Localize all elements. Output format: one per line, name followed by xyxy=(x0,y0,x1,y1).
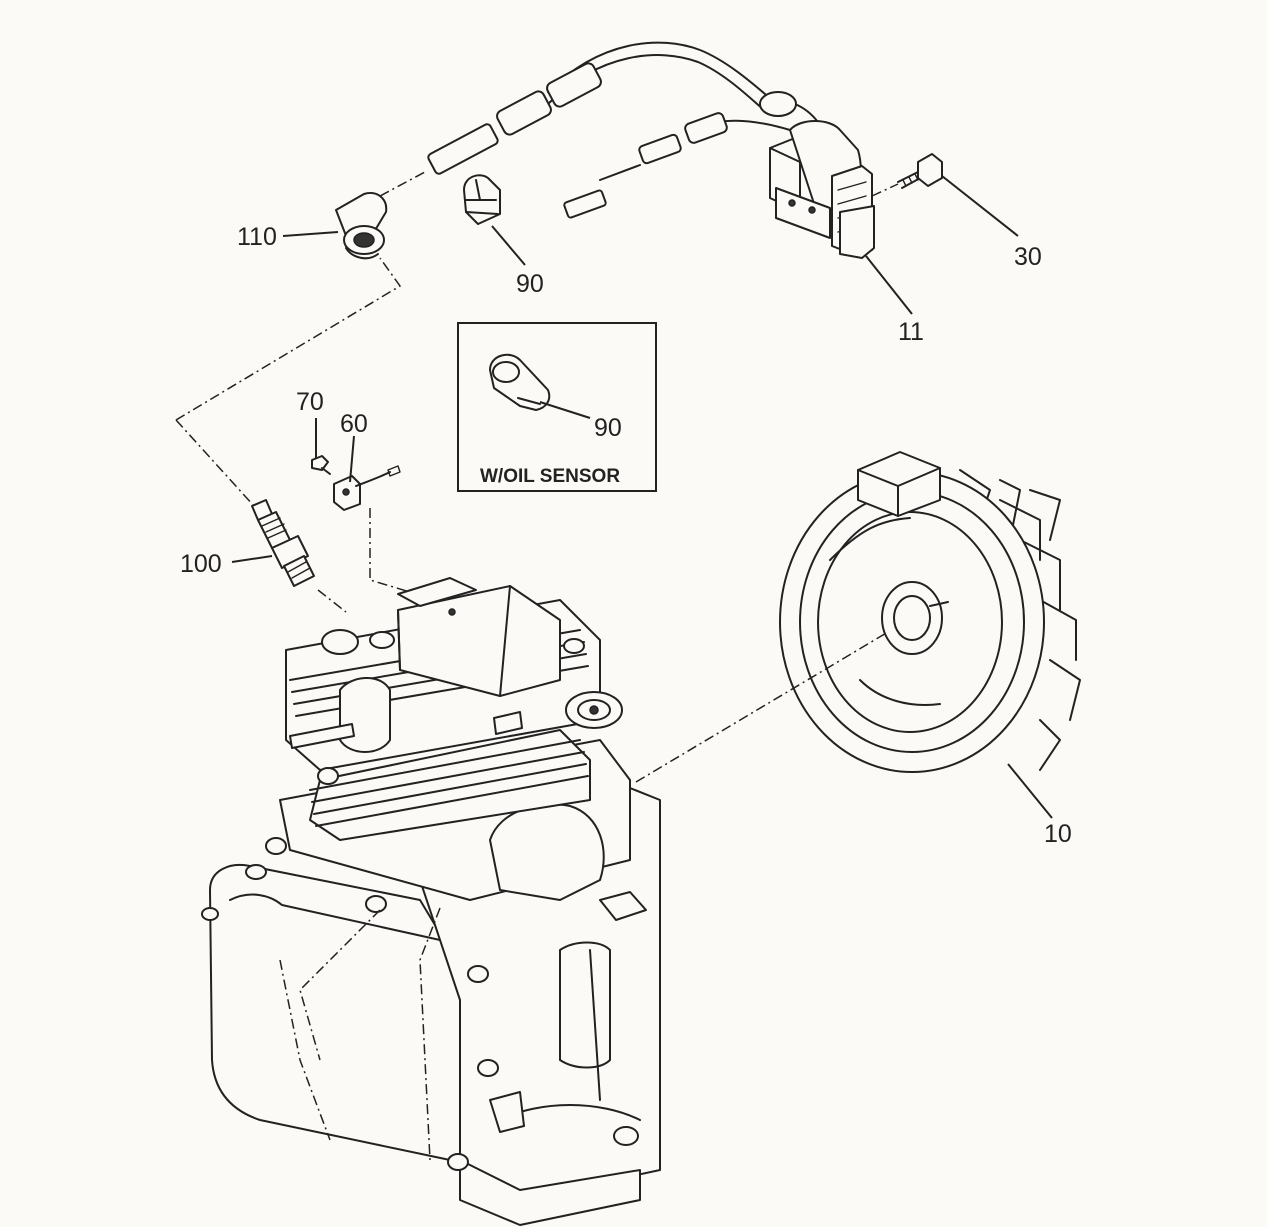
callout-10: 10 xyxy=(1044,820,1072,848)
callout-60: 60 xyxy=(340,410,368,438)
spark-plug-cap xyxy=(335,171,426,260)
callout-110: 110 xyxy=(237,223,277,251)
callout-30: 30 xyxy=(1014,243,1042,271)
oil-sensor xyxy=(333,465,411,593)
leader-lines xyxy=(231,175,1053,819)
callout-90-clamp: 90 xyxy=(516,270,544,298)
callout-11: 11 xyxy=(898,318,924,346)
coil-bolt xyxy=(871,153,943,197)
ignition-coil xyxy=(769,120,875,259)
flywheel xyxy=(635,451,1081,783)
callout-70: 70 xyxy=(296,388,324,416)
callout-90-inset: 90 xyxy=(594,414,622,442)
callout-labels: 110 90 30 11 70 60 90 W/OIL SENSOR 100 1… xyxy=(180,223,1072,848)
oil-sensor-inset xyxy=(457,322,657,492)
cable-clamp xyxy=(463,174,501,225)
oil-sensor-screw xyxy=(311,455,331,475)
high-tension-cable xyxy=(427,41,821,219)
callout-100: 100 xyxy=(180,550,222,578)
inset-box-label: W/OIL SENSOR xyxy=(480,466,620,487)
engine-block xyxy=(201,577,661,1226)
spark-plug xyxy=(175,257,402,613)
